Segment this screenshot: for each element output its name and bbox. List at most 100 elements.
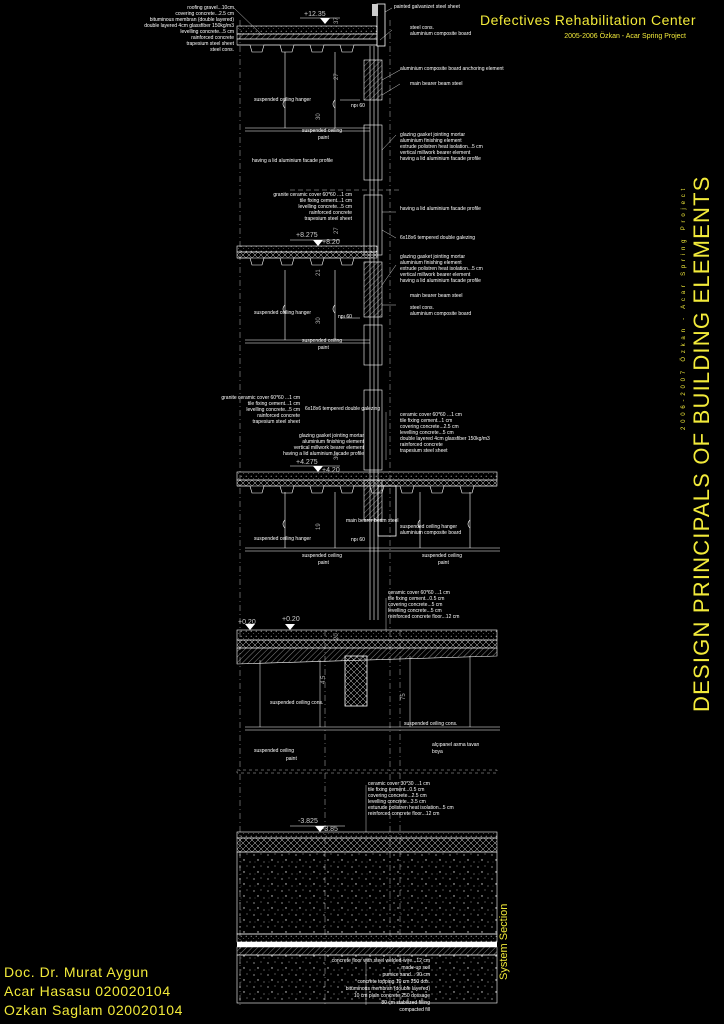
floor1-beam: aluminium composite board [400,530,461,536]
dim-label: 4.5 [321,675,327,684]
basement-layer: reinforced concrete floor...12 cm [368,811,439,817]
roof-layer: rainforced concrete [191,35,234,41]
floor1-layer: levelling concrete...5 cm [246,407,300,413]
level-0-20a: +0.20 [238,619,256,626]
level-m3-825: -3.825 [298,818,318,825]
facade-a: glazing gasket jointing mortar [400,132,465,138]
facade-b: aluminium finishing element [400,260,462,266]
floor1-layer: trapesium steel sheet [252,419,300,425]
floor1-mid: vertical millwork bearer element [294,445,365,451]
leader-lines [233,7,401,1005]
facade-a: extrude polistren heat isolation...5 cm [400,144,483,150]
hanger-label: suspended ceiling hanger [254,536,311,542]
level-4-275: +4.275 [296,459,318,466]
vertical-subtitle: 2006-2007 Özkan - Acar Spring Project [681,185,687,430]
facade-b: steel cons. [410,305,434,311]
roof-right: aluminium composite board anchoring elem… [400,66,504,72]
level-4-20: +4.20 [322,467,340,474]
dim-label: 30 [316,317,322,324]
basement-layer: tile fixing cement...0.5 cm [368,787,424,793]
foundation-layer: concrete floor with steel welded-wire...… [332,958,430,964]
npi-label: npı 60 [351,537,365,543]
dim-label: 27 [334,73,340,80]
level-8-275: +8.275 [296,232,318,239]
roof-layer: steel cons. [210,47,234,53]
basement-layer: ceramic cover 30*30 ...1 cm [368,781,430,787]
ceiling-label: suspended ceiling [254,748,294,754]
floor1-beam: suspended ceiling hanger [400,524,457,530]
floor-4-20 [236,465,498,537]
floor1-right: trapesium steel sheet [400,448,448,454]
sheet-title: DESIGN PRINCIPALS OF BUILDING ELEMENTS [689,175,714,712]
level-12-35: +12.35 [304,11,326,18]
basement-layer: covering concrete...2.5 cm [368,793,427,799]
hangers [245,52,500,552]
floor2-layer: levelling concrete...5 cm [298,204,352,210]
ceiling-paint: paint [286,756,297,762]
ground-misc: boya [432,749,443,755]
ground-layer: levelling concrete...5 cm [388,608,442,614]
ceiling-label: suspended ceiling [302,128,342,134]
foundation-layer: bituminous membran (double layered) [346,986,431,992]
floor2-right: 6x18x6 tempered double galezing [400,235,475,241]
foundation-layer: 10 cm plain concrete 250 dossage [354,993,430,999]
floor1-right: rainforced concrete [400,442,443,448]
ground-layer: covering concrete...5 cm [388,602,442,608]
ground-layer: reinforced concrete floor...12 cm [388,614,459,620]
ground-layer: ceramic cover 60*60 ...1 cm [388,590,450,596]
roof-layer: trapesium steel sheet [186,41,234,47]
floor-8-20 [236,189,400,266]
floor1-layer: tile fixing cement...1 cm [248,401,300,407]
level-m3-85: -3.85 [322,826,338,833]
roof-slab [236,3,386,53]
ceiling-paint: paint [438,560,449,566]
ceiling-label: suspended ceiling [422,553,462,559]
facade-a: aluminium finishing element [400,138,462,144]
foundation-layer: compacted fill [399,1007,430,1013]
npi-label: npı 60 [338,314,352,320]
basement-floor [236,825,498,1004]
floor1-mid: having a lid aluminium facade profile [283,451,364,457]
dim-label: 37 [334,17,340,24]
facade-a: vertical millwork bearer element [400,150,471,156]
ceiling-cons: suspended ceiling cons. [404,721,457,727]
floor2-layer: tile fixing cement...1 cm [300,198,352,204]
dim-label: 21 [316,269,322,276]
hanger-label: suspended ceiling hanger [254,97,311,103]
floor1-layer: rainforced concrete [257,413,300,419]
floor1-right: covering concrete...2.5 cm [400,424,459,430]
dim-label: 75 [401,693,407,700]
floor2-layer: trapesium steel sheet [304,216,352,222]
ceiling-paint: paint [318,560,329,566]
ground-misc: alçıpanel asma tavan [432,742,479,748]
roof-layer: covering concrete...2.5 cm [175,11,234,17]
floor1-right: levelling concrete...5 cm [400,430,454,436]
ceiling-paint: paint [318,345,329,351]
dim-label: 20 [334,633,340,640]
floor2-right: having a lid aluminium facade profile [400,206,481,212]
dim-label: 30 [316,113,322,120]
floor1-mid: 6x18x6 tempered double galezing [305,406,380,412]
roof-right: main bearer beam steel [410,81,463,87]
floor-0-20 [236,624,500,774]
ceiling-label: suspended ceiling [302,338,342,344]
floor2-layer: granite ceramic cover 60*60 ...1 cm [273,192,352,198]
floor1-beam: main bearer beam steel [346,518,399,524]
ceiling-label: suspended ceiling [302,553,342,559]
floor1-right: tile fixing cement...1 cm [400,418,452,424]
ground-layer: tile fixing cement...0.5 cm [388,596,444,602]
author-student-1: Acar Hasasu 020020104 [4,983,171,999]
roof-layer: roofing gravel...10cm [187,5,234,11]
project-subtitle: 2005-2006 Özkan - Acar Spring Project [564,33,686,40]
facade-b: aluminium composite board [410,311,471,317]
roof-right: steel cons. [410,25,434,31]
facade-a: having a lid aluminium facade profile [400,156,481,162]
facade-b: having a lid aluminium facade profile [400,278,481,284]
facade-b: main bearer beam steel [410,293,463,299]
npi-label: npı 60 [351,103,365,109]
floor1-mid: glazing gasket jointing mortar [299,433,364,439]
author-supervisor: Doc. Dr. Murat Aygun [4,964,149,980]
level-0-20b: +0.20 [282,616,300,623]
level-8-20: +8.20 [322,239,340,246]
